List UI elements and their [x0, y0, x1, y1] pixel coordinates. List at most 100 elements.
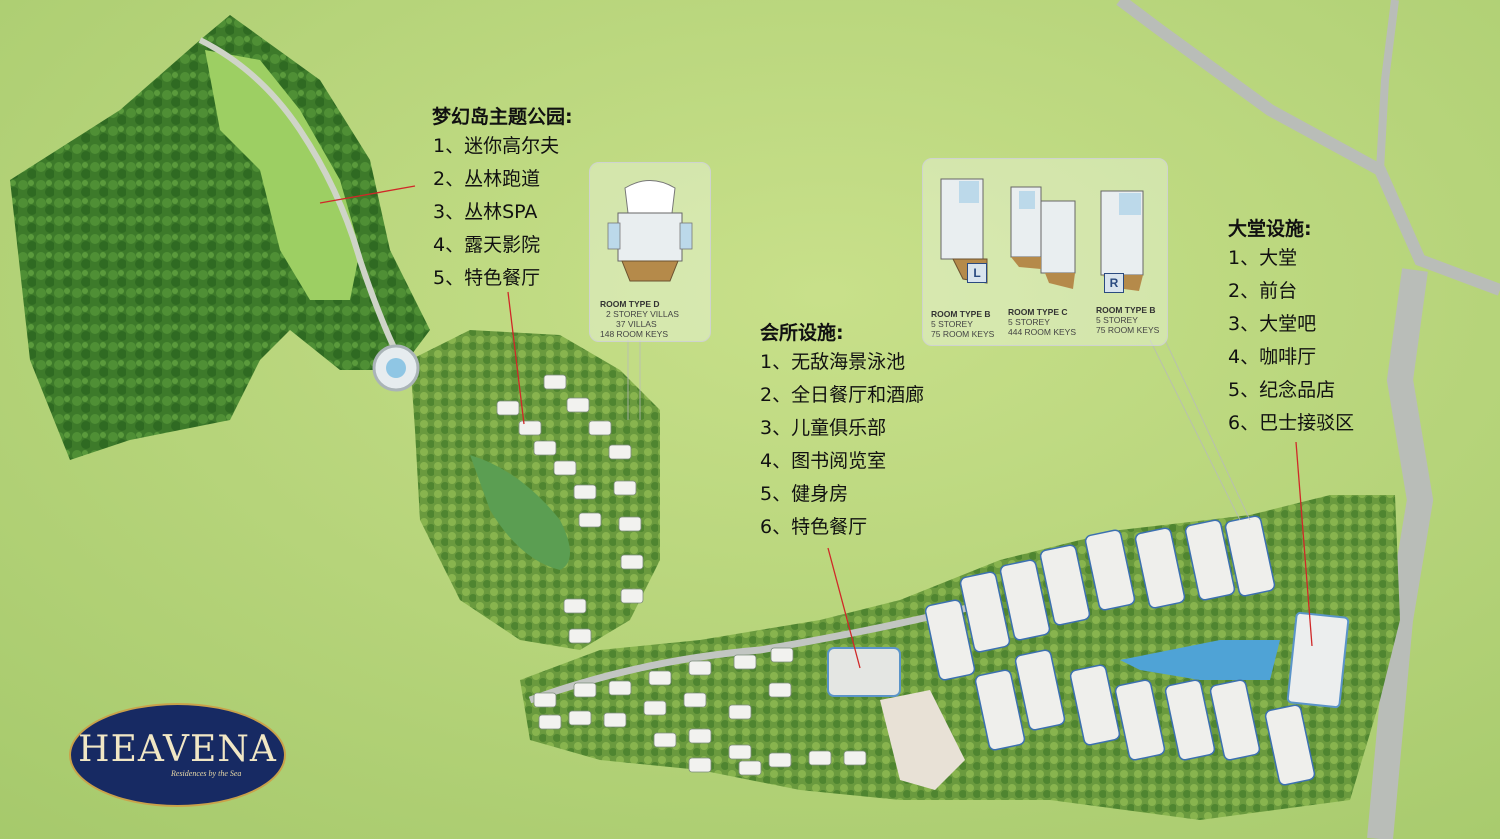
villa-unit: [618, 516, 642, 532]
villa-unit: [543, 374, 567, 390]
forest-hill: [10, 15, 430, 460]
villa-unit: [688, 728, 712, 744]
villa-unit: [533, 692, 557, 708]
villa-unit: [643, 700, 667, 716]
clubhouse-item: 4、图书阅览室: [760, 450, 887, 472]
villa-unit: [808, 750, 832, 766]
villa-unit: [518, 420, 542, 436]
villa-unit: [768, 682, 792, 698]
room-type-b-right-badge: R: [1104, 273, 1124, 293]
theme-park-item: 2、丛林跑道: [433, 168, 541, 190]
villa-unit: [768, 752, 792, 768]
tower-unit: [1164, 679, 1216, 761]
tower-unit: [1069, 664, 1121, 746]
room-type-b-left-badge: L: [967, 263, 987, 283]
villa-unit: [608, 444, 632, 460]
villa-unit: [683, 692, 707, 708]
villa-unit: [603, 712, 627, 728]
villa-unit: [533, 440, 557, 456]
heavena-logo: HEAVENA Residences by the Sea: [69, 703, 286, 807]
clubhouse-item: 6、特色餐厅: [760, 516, 868, 538]
villa-unit: [608, 680, 632, 696]
tower-unit: [1184, 519, 1236, 601]
villa-unit: [648, 670, 672, 686]
villa-unit: [738, 760, 762, 776]
clubhouse-item: 5、健身房: [760, 483, 849, 505]
villa-unit: [563, 598, 587, 614]
leader-line-theme-park: [319, 185, 416, 204]
villa-unit: [578, 512, 602, 528]
room-type-d-floorplan: [607, 180, 693, 282]
clubhouse-item: 2、全日餐厅和酒廊: [760, 384, 925, 406]
villa-unit: [613, 480, 637, 496]
villa-unit: [728, 704, 752, 720]
theme-park-title: 梦幻岛主题公园:: [432, 106, 573, 128]
clubhouse-item: 1、无敌海景泳池: [760, 351, 906, 373]
room-type-c-label: ROOM TYPE C 5 STOREY 444 ROOM KEYS: [1008, 307, 1077, 337]
room-type-bcb-floorplans: [940, 178, 1144, 291]
villa-unit: [568, 710, 592, 726]
leader-line-lobby: [1295, 441, 1313, 647]
villa-unit: [568, 628, 592, 644]
room-type-b-left-label: ROOM TYPE B 5 STOREY 75 ROOM KEYS: [931, 309, 995, 339]
tower-unit: [959, 571, 1011, 653]
tower-unit: [1209, 679, 1261, 761]
villa-unit: [620, 588, 644, 604]
lobby-building: [1286, 611, 1350, 709]
villa-unit: [620, 554, 644, 570]
lobby-item: 5、纪念品店: [1228, 379, 1336, 401]
villa-unit: [653, 732, 677, 748]
lagoon: [1120, 640, 1280, 680]
theme-park-item: 1、迷你高尔夫: [433, 135, 560, 157]
room-type-c-plan: [1010, 186, 1076, 289]
access-road: [1116, 0, 1500, 296]
clubhouse-item: 3、儿童俱乐部: [760, 417, 887, 439]
villa-unit: [573, 484, 597, 500]
theme-park-item: 4、露天影院: [433, 234, 541, 256]
villa-unit: [496, 400, 520, 416]
villa-unit: [566, 397, 590, 413]
tower-unit: [974, 669, 1026, 751]
fountain-pool: [386, 358, 406, 378]
villa-unit: [588, 420, 612, 436]
golf-course: [205, 50, 360, 300]
villa-lake: [470, 455, 570, 570]
tower-unit: [1084, 529, 1136, 611]
villa-unit: [573, 682, 597, 698]
leader-line-clubhouse: [827, 547, 861, 669]
villa-unit: [733, 654, 757, 670]
villa-unit: [728, 744, 752, 760]
tower-unit: [999, 559, 1051, 641]
room-type-d-label: ROOM TYPE D 2 STOREY VILLAS 37 VILLAS 14…: [600, 299, 679, 339]
tower-blocks: [924, 515, 1316, 786]
tower-block-a: [880, 690, 965, 790]
villa-zone: [410, 330, 660, 650]
coastal-road: [1367, 268, 1434, 839]
tower-unit: [924, 599, 976, 681]
villa-unit: [688, 757, 712, 773]
lobby-item: 6、巴士接驳区: [1228, 412, 1355, 434]
resort-road: [528, 596, 1001, 704]
room-type-b-right-label: ROOM TYPE B 5 STOREY 75 ROOM KEYS: [1096, 305, 1160, 335]
pointer-line-type-b: [1149, 339, 1241, 521]
tower-unit: [1039, 544, 1091, 626]
villa-unit: [553, 460, 577, 476]
tower-unit: [1014, 649, 1066, 731]
villa-unit: [843, 750, 867, 766]
tower-unit: [1224, 515, 1276, 597]
lobby-item: 3、大堂吧: [1228, 313, 1317, 335]
clubhouse-title: 会所设施:: [760, 322, 844, 344]
forest-trail: [198, 37, 403, 362]
access-road-branch: [1376, 0, 1399, 171]
villa-unit: [688, 660, 712, 676]
theme-park-item: 5、特色餐厅: [433, 267, 541, 289]
villa-unit: [770, 647, 794, 663]
lobby-item: 2、前台: [1228, 280, 1298, 302]
lobby-item: 4、咖啡厅: [1228, 346, 1317, 368]
logo-wordmark: HEAVENA: [78, 729, 277, 770]
lobby-title: 大堂设施:: [1228, 218, 1312, 240]
logo-tagline: Residences by the Sea: [171, 769, 242, 778]
room-type-bcb-panel: L R ROOM TYPE B 5 STOREY 75 ROOM KEYS RO…: [922, 158, 1168, 346]
